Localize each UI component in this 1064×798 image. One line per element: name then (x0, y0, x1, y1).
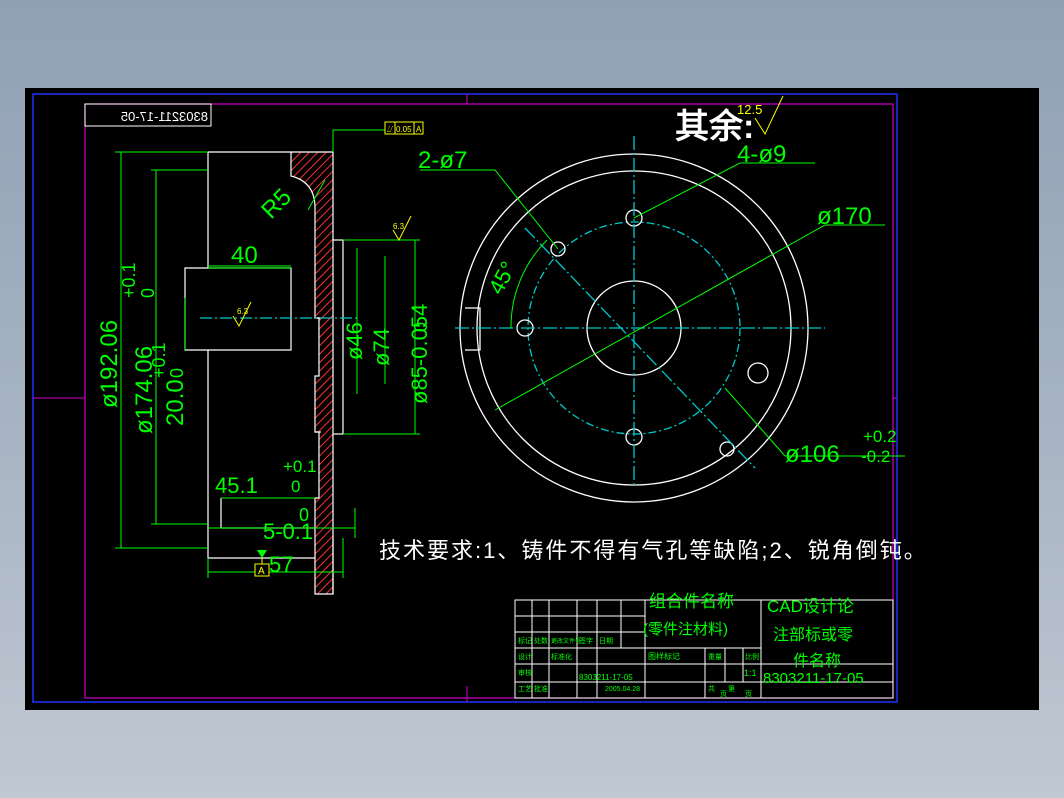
tb-label-10: 审核 (518, 668, 532, 677)
title-block-text: 组合件名称 (零件注材料) CAD设计论 注部标或零 件名称 8303211-1… (518, 592, 864, 698)
dim-20: 20.0 (162, 379, 189, 426)
dim-20-tol-lower: 0 (167, 368, 187, 378)
dim-5: 5-0.1 (263, 519, 313, 544)
tb-label-1: 处数 (534, 636, 548, 645)
dim-85-tol-lower: 0 (411, 322, 431, 332)
tb-label-9: 比例 (745, 652, 759, 661)
section-dimensions (115, 129, 420, 578)
datum-symbol: A (254, 550, 270, 577)
section-dim-text: R5 40 ø192.06 ø174.06 +0.1 0 20.0 +0.1 0… (96, 183, 432, 577)
assembly-name-1: 组合件名称 (649, 592, 734, 611)
tb-label-12: 批准 (534, 684, 548, 693)
tb-label-7: 图样标记 (648, 651, 680, 661)
scale-value: 1:1 (744, 668, 757, 678)
hole-7-a (550, 241, 566, 257)
dim-45: 45.1 (215, 473, 258, 498)
dim-170: ø170 (817, 203, 872, 230)
roughness-symbols (232, 215, 412, 328)
dim-r5: R5 (256, 183, 297, 224)
cad-drawing: 8303211-17-05 (32, 93, 928, 703)
assembly-name-2: (零件注材料) (643, 621, 728, 638)
tb-label-2: 更改文件号 (551, 637, 581, 645)
dim-74: ø74 (369, 328, 394, 366)
tolerance-value: 0.05 (396, 125, 412, 134)
tb-label-15: 第 (728, 684, 735, 693)
dim-40: 40 (231, 242, 258, 269)
tb-label-3: 签字 (579, 636, 593, 645)
front-view (455, 136, 825, 503)
code-small: 8303211-17-05 (579, 673, 633, 682)
hole-right-large (747, 362, 769, 384)
dim-holes2: 2-ø7 (418, 147, 467, 174)
tech-requirements: 技术要求:1、铸件不得有气孔等缺陷;2、锐角倒钝。 (379, 538, 928, 563)
front-dim-text: 2-ø7 4-ø9 ø170 45° ø106 +0.2 -0.2 (418, 141, 897, 468)
datum-letter: A (258, 566, 265, 577)
tb-label-13: 共 (708, 684, 715, 693)
cad-viewport[interactable]: 8303211-17-05 (25, 88, 1039, 710)
tb-label-6: 标准化 (551, 652, 572, 661)
front-dimensions (420, 162, 905, 457)
remaining-roughness-label: 其余: (675, 107, 754, 146)
tolerance-datum: A (416, 125, 422, 134)
dim-46: ø46 (342, 322, 367, 360)
cad-title: CAD设计论 (767, 597, 854, 616)
drawing-no: 8303211-17-05 (763, 670, 864, 687)
mirrored-code-box: 8303211-17-05 (84, 103, 212, 127)
tolerance-symbol: ⌰ (387, 124, 393, 134)
dim-174-tol-upper: +0.1 (119, 262, 139, 298)
tb-label-0: 标记 (518, 636, 532, 645)
date-small: 2005.04.28 (605, 686, 640, 693)
hole-7-b (719, 441, 735, 457)
tolerance-frame: ⌰ 0.05 A (384, 121, 424, 135)
remaining-roughness: 其余: 12.5 (675, 95, 784, 146)
dim-85: ø85-0.054 (407, 304, 432, 404)
dim-holes4: 4-ø9 (737, 141, 786, 168)
tb-label-16: 页 (745, 690, 752, 698)
dim-57: 57 (269, 552, 293, 577)
dim-106-tol-lower: -0.2 (861, 447, 890, 466)
roughness-value-2: 6.3 (393, 222, 405, 231)
dim-106: ø106 (785, 441, 840, 468)
tb-label-4: 日期 (599, 637, 613, 645)
roughness-value-1: 6.3 (237, 307, 249, 316)
remaining-roughness-value: 12.5 (737, 102, 762, 117)
dim-45-tol-lower: 0 (291, 477, 300, 496)
dim-5-tol-lower: 0 (299, 505, 309, 525)
dim-45-tol-upper: +0.1 (283, 457, 317, 476)
dim-174-tol-lower: 0 (138, 288, 158, 298)
tb-label-5: 设计 (518, 652, 532, 661)
tb-label-14: 页 (720, 690, 727, 698)
dim-106-tol-upper: +0.2 (863, 427, 897, 446)
title-block (514, 599, 894, 699)
tb-label-8: 重量 (708, 653, 722, 661)
dim-174: ø174.06 (131, 346, 158, 434)
dim-angle: 45° (483, 257, 521, 298)
note-line: 注部标或零 (773, 626, 853, 644)
dim-20-tol-upper: +0.1 (149, 342, 169, 378)
mirrored-code: 8303211-17-05 (121, 109, 208, 124)
tb-label-11: 工艺 (518, 685, 532, 693)
inner-border (84, 103, 894, 699)
part-name: 件名称 (793, 652, 841, 670)
dim-192: ø192.06 (96, 320, 123, 408)
